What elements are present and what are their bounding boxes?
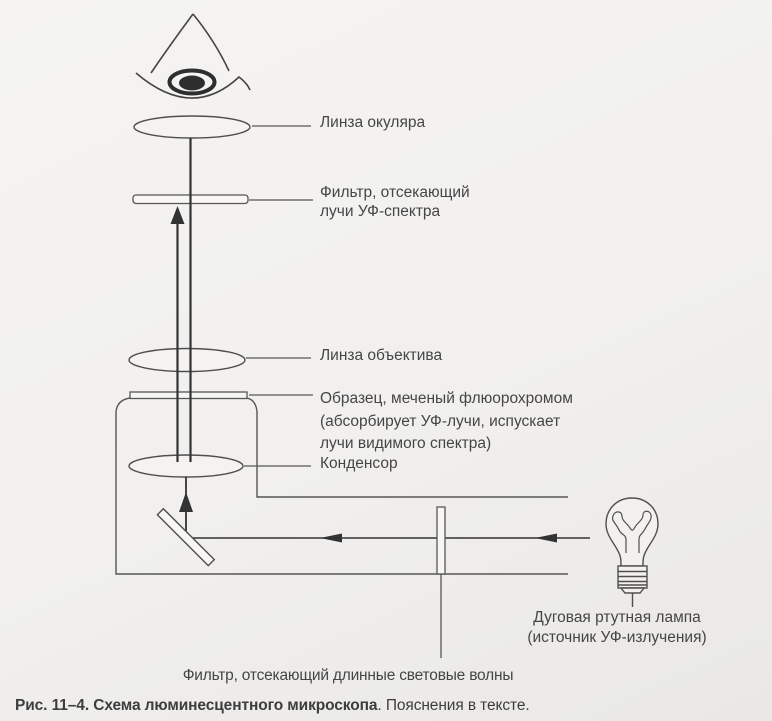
- eyepiece-lens-shape: [133, 115, 251, 139]
- label-uv-filter: Фильтр, отсекающий лучи УФ-спектра: [320, 183, 470, 221]
- label-objective-lens: Линза объектива: [320, 347, 443, 364]
- label-longwave-filter: Фильтр, отсекающий длинные световые волн…: [182, 667, 514, 684]
- label-lamp-line2: (источник УФ-излучения): [527, 629, 707, 646]
- caption-regular: . Пояснения в тексте.: [377, 697, 530, 714]
- light-bulb-icon: [605, 497, 659, 607]
- label-specimen: Образец, меченый флюорохромом (абсорбиру…: [320, 388, 573, 456]
- label-uv-filter-line1: Фильтр, отсекающий: [320, 184, 470, 201]
- label-connectors: [244, 125, 313, 467]
- caption-bold: Рис. 11–4. Схема люминесцентного микроск…: [15, 697, 378, 714]
- figure-caption: Рис. 11–4. Схема люминесцентного микроск…: [15, 697, 530, 715]
- condenser-lens-shape: [128, 454, 244, 478]
- label-specimen-line3: лучи видимого спектра): [320, 435, 492, 452]
- eye-icon: [135, 13, 251, 99]
- enclosure-outline: [115, 397, 568, 575]
- label-condenser: Конденсор: [320, 455, 398, 472]
- label-eyepiece-lens: Линза окуляра: [320, 114, 426, 131]
- mirror-shape: [156, 507, 216, 567]
- specimen-slide: [129, 391, 248, 400]
- label-specimen-line1: Образец, меченый флюорохромом: [320, 390, 573, 407]
- label-specimen-line2: (абсорбирует УФ-лучи, испускает: [320, 412, 561, 430]
- label-lamp: Дуговая ртутная лампа (источник УФ-излуч…: [517, 608, 717, 648]
- light-rays: [170, 138, 590, 543]
- label-lamp-line1: Дуговая ртутная лампа: [533, 609, 701, 626]
- longwave-filter-bar: [436, 506, 446, 658]
- objective-lens-shape: [128, 347, 246, 373]
- label-uv-filter-line2: лучи УФ-спектра: [320, 203, 441, 220]
